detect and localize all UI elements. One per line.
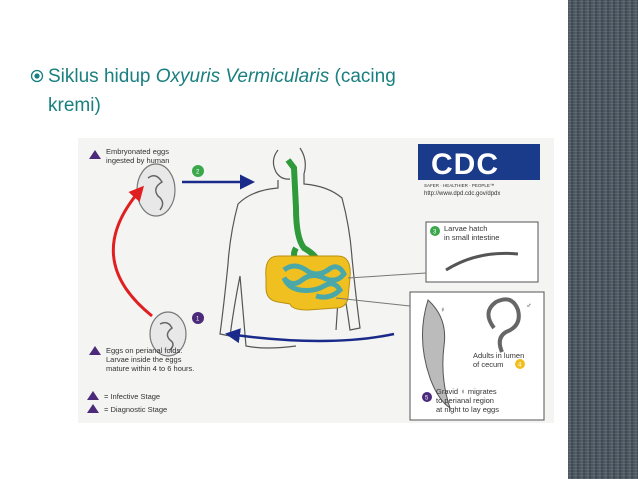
- step4-num: 4: [518, 363, 522, 369]
- step3-label-b: in small intestine: [444, 233, 499, 242]
- female-symbol: ♀: [440, 305, 446, 314]
- cdc-logo: CDC SAFER · HEALTHIER · PEOPLE™ http://w…: [418, 144, 540, 197]
- male-symbol: ♂: [526, 301, 532, 310]
- step4-pointer-line: [335, 297, 411, 307]
- step4-label-a: Adults in lumen: [473, 351, 524, 360]
- step5-label-b: to perianal region: [436, 396, 494, 405]
- step3-num: 3: [433, 230, 437, 236]
- larva-image: [445, 251, 519, 272]
- step-perianal-eggs: 1 Eggs on perianal folds. Larvae inside …: [89, 311, 395, 373]
- step5-num: 5: [425, 396, 429, 402]
- legend-infective: = Infective Stage: [104, 392, 160, 401]
- egg-laying-arrow: [225, 328, 395, 344]
- title-suffix: (cacing: [329, 66, 396, 87]
- digestive-tract: [265, 158, 351, 311]
- step5-label-a: Gravid ♀ migrates: [436, 387, 497, 396]
- step1-label-a: Embryonated eggs: [106, 147, 169, 156]
- title-prefix: Siklus hidup: [48, 66, 156, 87]
- step5-label-c: at night to lay eggs: [436, 405, 499, 414]
- step4-label-b: of cecum: [473, 360, 503, 369]
- step3-pointer-line: [347, 272, 427, 279]
- large-intestine: [265, 255, 351, 311]
- legend-infective-icon: [87, 391, 99, 400]
- step1-badge: [192, 312, 204, 324]
- infective-stage-marker: [89, 150, 101, 159]
- slide-title: Siklus hidup Oxyuris Vermicularis (cacin…: [30, 62, 550, 120]
- step2-badge: [192, 165, 204, 177]
- pinworm-lifecycle-diagram: Embryonated eggs ingested by human 2 CDC…: [78, 138, 554, 423]
- step2-num: 2: [196, 170, 200, 176]
- stepd-label-c: mature within 4 to 6 hours.: [106, 364, 194, 373]
- legend: = Infective Stage = Diagnostic Stage: [87, 391, 167, 414]
- human-body-outline: [219, 147, 361, 349]
- female-worm-image: [421, 299, 451, 410]
- male-worm-image: [486, 297, 521, 353]
- legend-diagnostic-icon: [87, 404, 99, 413]
- step4-badge: [515, 359, 525, 369]
- title-line2: kremi): [48, 95, 101, 116]
- step3-label-a: Larvae hatch: [444, 224, 487, 233]
- autoinfection-arrow: [111, 185, 153, 318]
- step1-num: 1: [196, 317, 200, 323]
- cdc-url: http://www.dpd.cdc.gov/dpdx: [424, 191, 500, 197]
- step-adults: ♀ ♂ Adults in lumen of cecum 4 5 Gravid …: [335, 291, 545, 421]
- cdc-tagline: SAFER · HEALTHIER · PEOPLE™: [424, 183, 494, 188]
- step3-badge: [430, 226, 440, 236]
- stepd-label-a: Eggs on perianal folds.: [106, 346, 182, 355]
- decorative-sidebar: [568, 0, 638, 479]
- title-species: Oxyuris Vermicularis: [155, 66, 330, 87]
- cdc-logo-text: CDC: [431, 148, 499, 181]
- step-larvae-hatch: 3 Larvae hatch in small intestine: [347, 221, 539, 283]
- diagnostic-stage-marker: [89, 346, 101, 355]
- radio-bullet-icon: [30, 62, 48, 91]
- step-ingestion: Embryonated eggs ingested by human 2: [89, 147, 255, 217]
- legend-diagnostic: = Diagnostic Stage: [104, 405, 167, 414]
- stepd-label-b: Larvae inside the eggs: [106, 355, 182, 364]
- small-intestine: [281, 263, 347, 300]
- step5-badge: [422, 392, 432, 402]
- step1-label-b: ingested by human: [106, 156, 169, 165]
